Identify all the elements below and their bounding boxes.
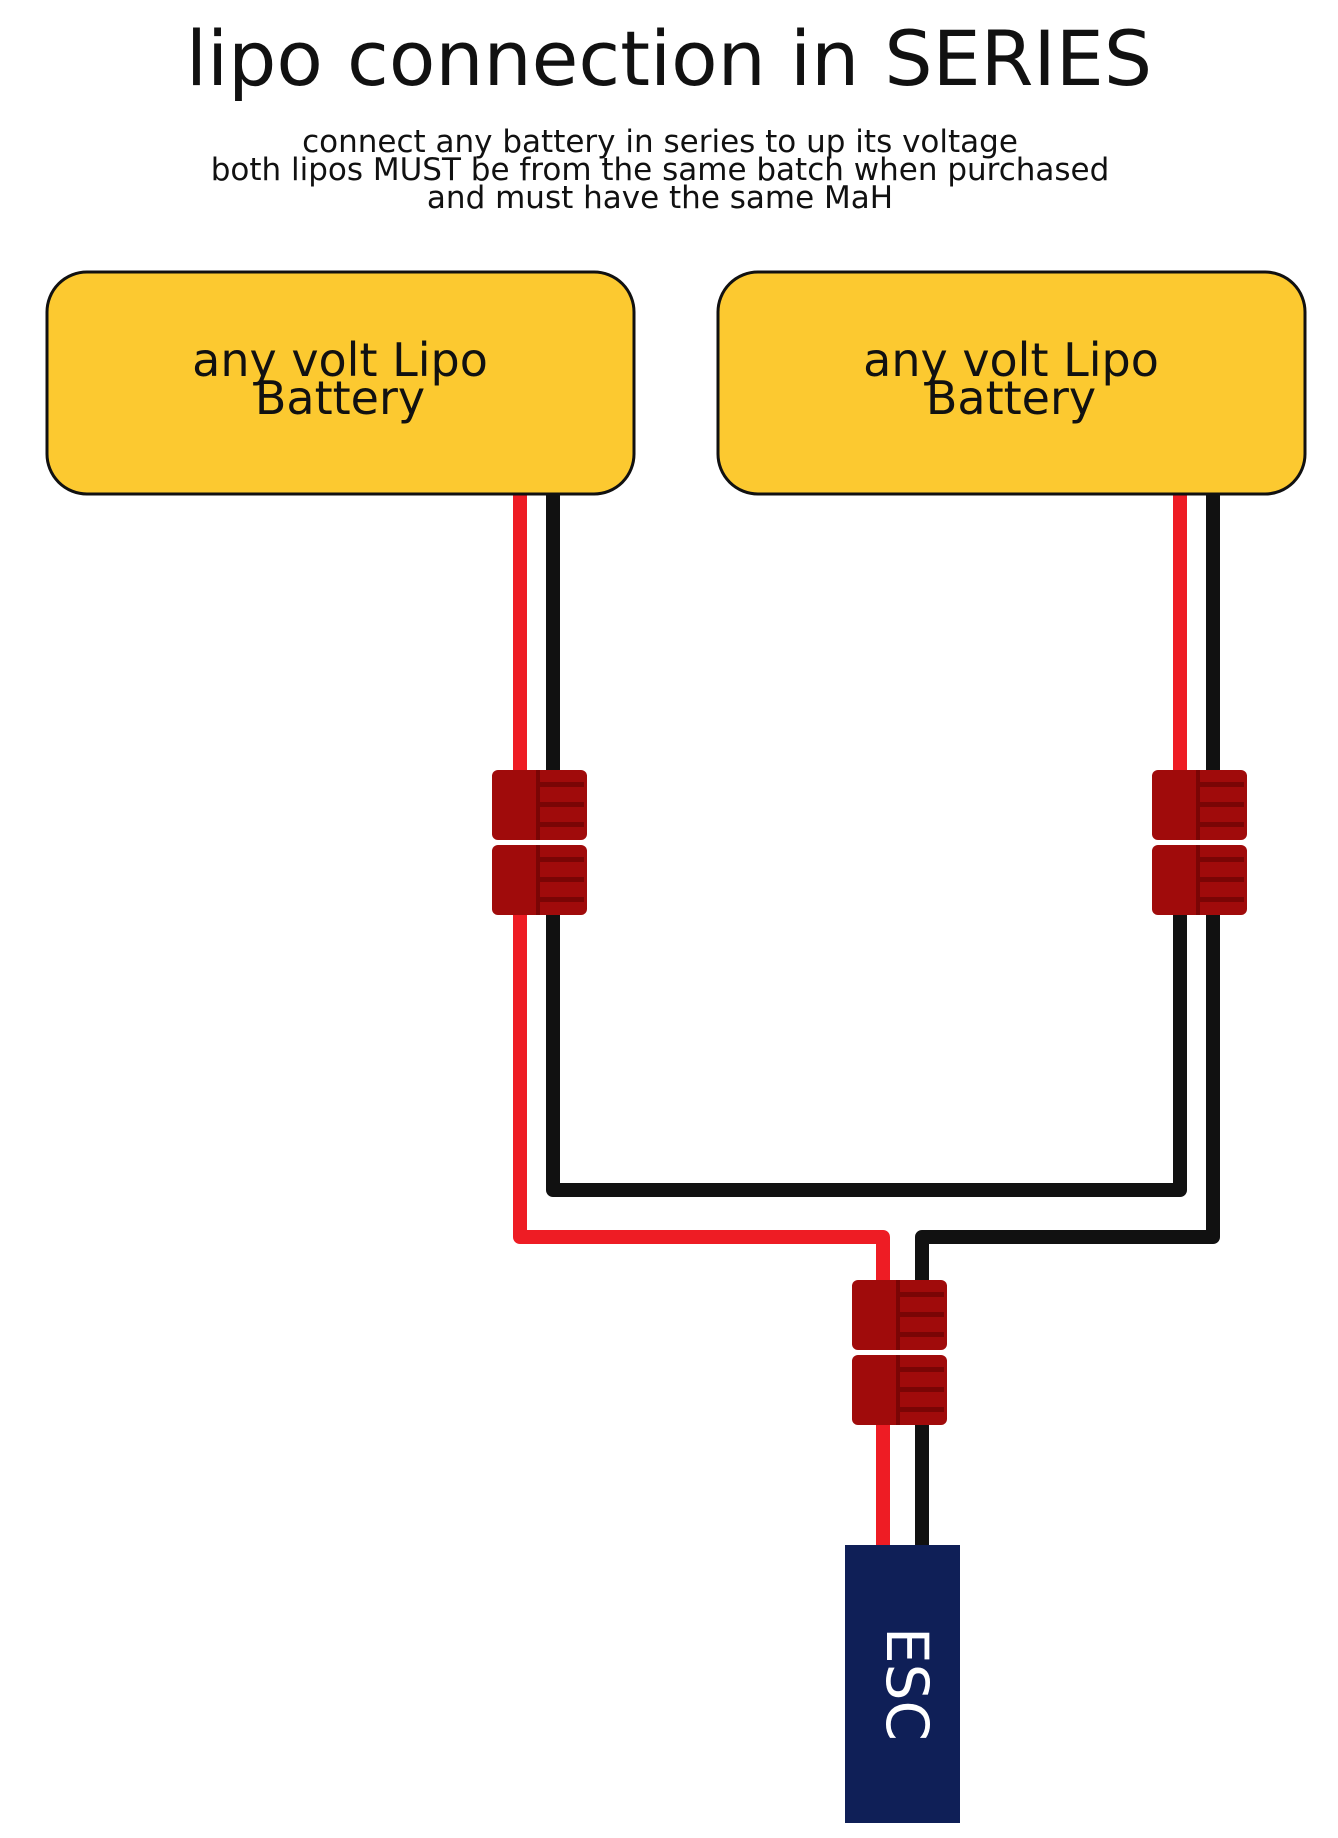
battery-1-label-line-1: any volt Lipo [192,333,488,387]
subtitle-line-2: both lipos MUST be from the same batch w… [211,152,1110,188]
battery-1: any volt Lipo Battery [45,270,636,496]
wires [513,488,1220,1552]
battery-2-label-line-1: any volt Lipo [863,333,1159,387]
page-title: lipo connection in SERIES [186,14,1152,103]
connector-half-top [852,1280,947,1350]
series-link-wire [546,908,1187,1197]
esc-connector [852,1280,947,1425]
esc-label: ESC [873,1627,941,1741]
battery-2-connector [1152,770,1247,915]
subtitle-line-1: connect any battery in series to up its … [302,124,1018,160]
main-black-wire [915,908,1220,1287]
connector-half-bottom [852,1355,947,1425]
connector-half-top [492,770,587,840]
subtitle-line-3: and must have the same MaH [427,180,893,216]
battery-2-label-line-2: Battery [926,371,1096,425]
connector-half-bottom [1152,845,1247,915]
esc: ESC [845,1545,960,1823]
battery-1-connector [492,770,587,915]
main-red-wire [513,908,890,1287]
title-highlight: SERIES [884,14,1152,103]
esc-body [845,1545,960,1823]
battery-2-body [716,270,1307,496]
battery-2: any volt Lipo Battery [716,270,1307,496]
connector-half-top [1152,770,1247,840]
title-main: lipo connection in [186,14,859,103]
battery-1-body [45,270,636,496]
connector-half-bottom [492,845,587,915]
battery-1-label-line-2: Battery [255,371,425,425]
